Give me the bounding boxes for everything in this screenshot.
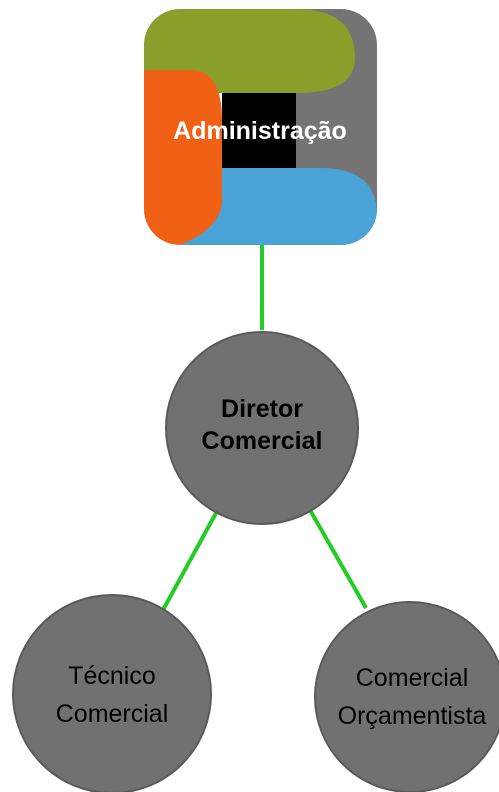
diretor-label-line2: Comercial bbox=[202, 427, 323, 455]
tile-center-block bbox=[222, 93, 296, 168]
diretor-label-line1: Diretor bbox=[221, 395, 303, 423]
orcamentista-label-line1: Comercial bbox=[356, 664, 469, 692]
tile-blue-segment bbox=[180, 168, 377, 245]
tecnico-label-line2: Comercial bbox=[56, 700, 169, 728]
connector-director-orcamentista bbox=[308, 509, 368, 609]
administracao-tile bbox=[144, 9, 377, 245]
tile-orange-segment bbox=[144, 70, 222, 245]
node-tecnico-comercial bbox=[12, 594, 212, 792]
orcamentista-label-line2: Orçamentista bbox=[338, 702, 487, 730]
node-diretor-comercial bbox=[165, 331, 359, 525]
tecnico-label-line1: Técnico bbox=[68, 662, 156, 690]
node-comercial-orcamentista bbox=[314, 601, 499, 792]
connector-director-tecnico bbox=[161, 512, 218, 611]
administracao-label: Administração bbox=[173, 117, 347, 145]
